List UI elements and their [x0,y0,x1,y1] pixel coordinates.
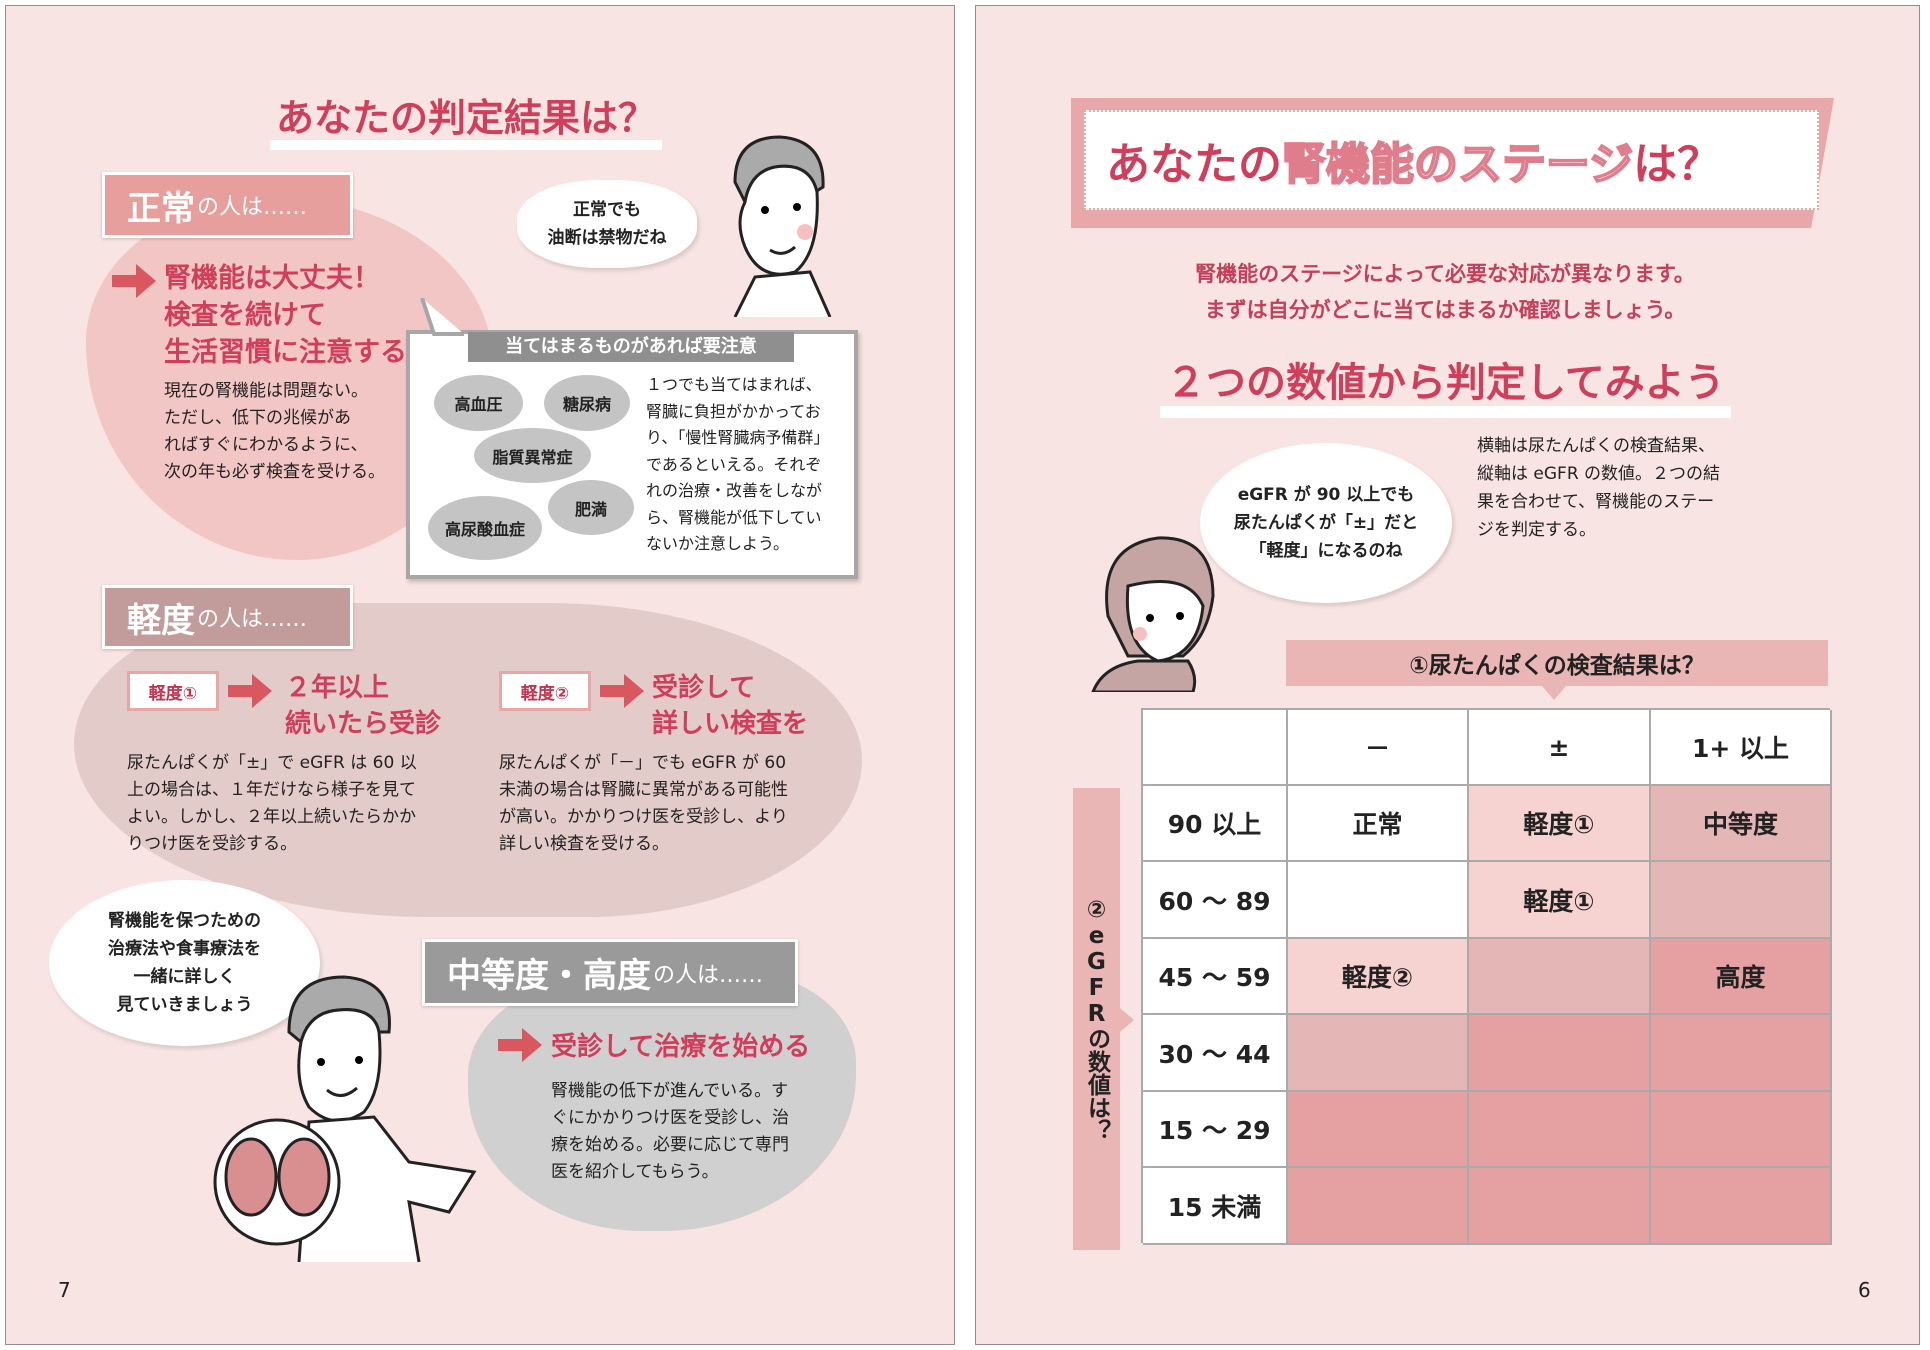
normal-body: 現在の腎機能は問題ない。ただし、低下の兆候があればすぐにわかるように、次の年も必… [164,381,385,482]
intro-text: 腎機能のステージによって必要な対応が異なります。まずは自分がどこに当てはまるか確… [1195,262,1695,322]
stage-cell [1288,1168,1469,1245]
row-header: 15 ～ 29 [1143,1092,1288,1168]
mild2-headline: 受診して詳しい検査を [652,673,809,739]
stage-cell [1651,1015,1832,1092]
row-axis-pointer [1120,1008,1134,1032]
severe-body: 腎機能の低下が進んでいる。すぐにかかりつけ医を受診し、治療を始める。必要に応じて… [551,1081,790,1182]
severe-headline: 受診して治療を始める [551,1032,811,1062]
doctor-with-kidneys-illustration [213,975,477,1262]
mild1-headline: ２年以上続いたら受診 [285,673,442,739]
stage-cell [1469,1015,1651,1092]
mild-header: 軽度の人は…… [102,585,353,649]
woman-illustration [1091,536,1215,692]
man-speech-bubble: 正常でも油断は禁物だね [517,180,697,268]
man-illustration [733,135,832,317]
stage-cell [1651,1168,1832,1245]
arrow-icon [112,264,156,298]
arrow-icon [600,674,644,708]
mild2-badge: 軽度② [499,671,591,711]
mild-blob [74,603,862,917]
stage-cell: 正常 [1288,786,1469,862]
severe-blob [468,972,856,1231]
row-header: 15 未満 [1143,1168,1288,1245]
mild1-badge: 軽度① [127,671,219,711]
right-title-box: あなたの腎機能のステージは？ [1084,110,1819,210]
condition-dyslipidemia: 脂質異常症 [474,428,591,483]
stage-cell: 軽度① [1469,786,1651,862]
condition-hyperuricemia: 高尿酸血症 [428,496,542,560]
stage-cell [1288,862,1469,939]
row-axis-label: ②eGFRの数値は？ [1073,788,1120,1250]
row-header: 90 以上 [1143,786,1288,862]
caution-body: １つでも当てはまれば、腎臓に負担がかかっており、「慢性腎臓病予備群」であるといえ… [646,375,830,553]
condition-diabetes: 糖尿病 [544,375,630,431]
mild1-body: 尿たんぱくが「±」で eGFR は 60 以上の場合は、１年だけなら様子を見てよ… [127,753,417,854]
stage-cell: 高度 [1651,939,1832,1015]
caution-box-tail [420,298,464,336]
severe-header: 中等度・高度の人は…… [422,939,798,1006]
column-header: 1+ 以上 [1651,710,1832,786]
stage-cell [1288,1092,1469,1168]
woman-speech-bubble: eGFR が 90 以上でも尿たんぱくが「±」だと「軽度」になるのね [1200,443,1452,603]
stage-cell [1651,862,1832,939]
table-corner-cell [1143,710,1288,786]
subtitle: ２つの数値から判定してみよう [1160,360,1731,418]
stage-cell [1469,939,1651,1015]
normal-header: 正常の人は…… [102,172,353,238]
row-header: 60 ～ 89 [1143,862,1288,939]
doctor-speech-bubble: 腎機能を保つための治療法や食事療法を一緒に詳しく見ていきましょう [49,880,320,1046]
stage-cell [1651,1092,1832,1168]
stage-cell: 中等度 [1651,786,1832,862]
arrow-icon [228,674,272,708]
row-header: 30 ～ 44 [1143,1015,1288,1092]
stage-cell [1469,1168,1651,1245]
column-axis-pointer [1542,686,1566,700]
condition-hypertension: 高血圧 [434,375,523,431]
caution-box-title: 当てはまるものがあれば要注意 [468,332,794,362]
normal-headline: 腎機能は大丈夫！検査を続けて生活習慣に注意する [164,263,407,368]
column-header: － [1288,710,1469,786]
left-page-title: あなたの判定結果は？ [270,96,663,150]
column-header: ± [1469,710,1651,786]
arrow-icon [498,1028,542,1062]
condition-obesity: 肥満 [548,480,634,535]
row-header: 45 ～ 59 [1143,939,1288,1015]
page-number-left: 7 [58,1278,71,1302]
page-number-right: 6 [1858,1278,1871,1302]
stage-cell: 軽度① [1469,862,1651,939]
stage-cell [1469,1092,1651,1168]
chart-note: 横軸は尿たんぱくの検査結果、縦軸は eGFR の数値。２つの結果を合わせて、腎機… [1477,436,1721,540]
stage-cell: 軽度② [1288,939,1469,1015]
column-axis-label: ①尿たんぱくの検査結果は？ [1286,640,1828,686]
stage-cell [1288,1015,1469,1092]
